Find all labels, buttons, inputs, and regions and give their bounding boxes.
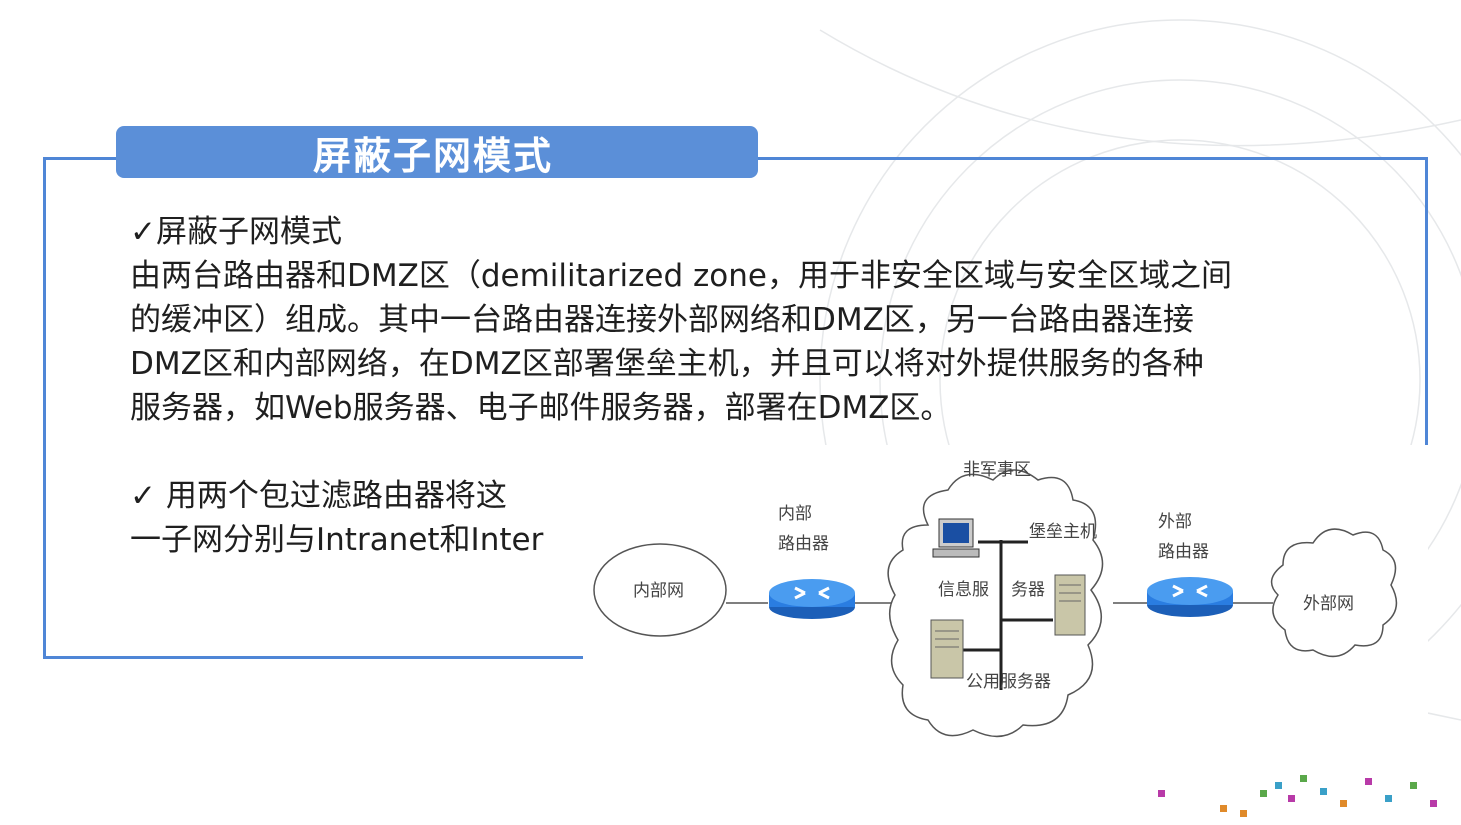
info-server-label-1: 信息服 bbox=[938, 580, 989, 600]
bullet-2-line-2: 一子网分别与Intranet和Inter bbox=[130, 522, 544, 558]
network-diagram: 内部网 内部 路由器 非军事区 信息服 务器 bbox=[583, 445, 1428, 821]
external-router-icon bbox=[1147, 577, 1233, 617]
internal-network-ellipse bbox=[593, 543, 727, 637]
slide-title: 屏蔽子网模式 bbox=[312, 133, 553, 178]
external-network-label: 外部网 bbox=[1303, 594, 1354, 614]
external-network-cloud bbox=[1270, 528, 1398, 658]
public-server-label: 公用服务器 bbox=[966, 672, 1051, 692]
bullet-1-line-1: 由两台路由器和DMZ区（demilitarized zone，用于非安全区域与安… bbox=[130, 258, 1232, 294]
bastion-host-label: 堡垒主机 bbox=[1029, 522, 1097, 542]
internal-router-icon bbox=[769, 579, 855, 619]
info-server-icon bbox=[932, 518, 980, 558]
internal-router-label-1: 内部 bbox=[778, 504, 812, 524]
bullet-2-line-1: ✓ 用两个包过滤路由器将这 bbox=[130, 478, 507, 514]
decorative-pixels bbox=[1158, 775, 1437, 817]
bullet-1-line-2: 的缓冲区）组成。其中一台路由器连接外部网络和DMZ区，另一台路由器连接 bbox=[130, 302, 1194, 338]
dmz-label: 非军事区 bbox=[963, 460, 1031, 480]
internal-network-label: 内部网 bbox=[633, 581, 684, 601]
bullet-1-line-4: 服务器，如Web服务器、电子邮件服务器，部署在DMZ区。 bbox=[130, 390, 952, 426]
bullet-1-line-3: DMZ区和内部网络，在DMZ区部署堡垒主机，并且可以将对外提供服务的各种 bbox=[130, 346, 1204, 382]
bullet-2: ✓ 用两个包过滤路由器将这 一子网分别与Intranet和Inter bbox=[130, 474, 580, 564]
external-router-label-1: 外部 bbox=[1158, 512, 1192, 532]
external-router-label-2: 路由器 bbox=[1158, 542, 1209, 562]
internal-router-label-2: 路由器 bbox=[778, 534, 829, 554]
bastion-host-icon bbox=[1054, 574, 1086, 636]
bullet-1: ✓屏蔽子网模式 由两台路由器和DMZ区（demilitarized zone，用… bbox=[130, 210, 1400, 430]
public-server-icon bbox=[930, 619, 964, 679]
bullet-1-heading: ✓屏蔽子网模式 bbox=[130, 214, 342, 250]
info-server-label-2: 务器 bbox=[1011, 580, 1045, 600]
title-banner: 屏蔽子网模式 bbox=[116, 126, 758, 178]
